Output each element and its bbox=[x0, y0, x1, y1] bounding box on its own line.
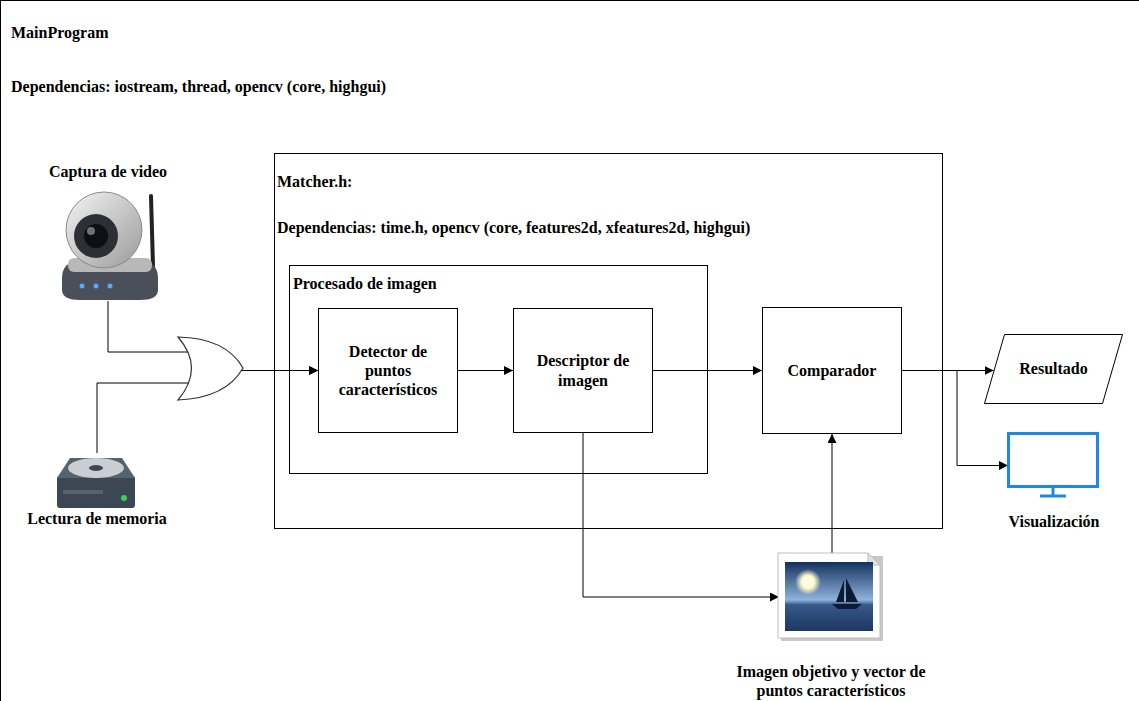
camera-led bbox=[94, 284, 99, 289]
image-frame bbox=[778, 553, 880, 638]
monitor-node: Visualización bbox=[1008, 433, 1100, 498]
node-label: Comparador bbox=[788, 361, 877, 380]
monitor-icon bbox=[1009, 434, 1098, 497]
parallelogram-shape bbox=[985, 335, 1123, 404]
camera-icon bbox=[62, 192, 158, 300]
output-parallelogram: Resultado bbox=[984, 334, 1123, 404]
image-shadow bbox=[781, 556, 883, 641]
connector-arrow bbox=[583, 433, 779, 597]
camera-node: Captura de video bbox=[53, 191, 163, 301]
node-label: Procesado de imagen bbox=[293, 274, 437, 293]
node-label: Visualización bbox=[1009, 512, 1100, 531]
disk-top bbox=[57, 458, 135, 478]
image-sail bbox=[836, 580, 844, 602]
camera-antenna bbox=[151, 196, 153, 266]
or-gate bbox=[178, 337, 243, 400]
camera-lens bbox=[74, 214, 118, 258]
disk-platter bbox=[68, 458, 124, 478]
disk-slot bbox=[63, 490, 103, 494]
disk-icon bbox=[57, 458, 135, 508]
connector-arrow bbox=[832, 434, 833, 554]
node-label: Resultado bbox=[1019, 359, 1087, 378]
image-sun bbox=[795, 569, 821, 595]
node-detail: Dependencias: iostream, thread, opencv (… bbox=[11, 77, 386, 96]
process-box: Descriptor de imagen bbox=[513, 308, 653, 433]
node-label: Matcher.h: bbox=[277, 172, 352, 191]
image-icon bbox=[778, 553, 883, 641]
disk-node: Lectura de memoria bbox=[58, 453, 136, 509]
image-node: Imagen objetivo y vector de puntos carac… bbox=[779, 554, 883, 640]
camera-led bbox=[80, 284, 85, 289]
process-box: Detector de puntos característicos bbox=[318, 308, 458, 433]
monitor-foot bbox=[1040, 495, 1066, 498]
node-label: Descriptor de imagen bbox=[522, 351, 644, 389]
node-label: Detector de puntos característicos bbox=[327, 342, 449, 400]
camera-lens-glint bbox=[87, 227, 95, 235]
image-sail bbox=[846, 578, 858, 602]
node-label: MainProgram bbox=[11, 23, 108, 42]
image-hull bbox=[832, 604, 862, 609]
group-box: Detector de puntos característicos Descri… bbox=[289, 265, 708, 474]
disk-case bbox=[57, 476, 135, 508]
connector-arrow bbox=[458, 370, 513, 371]
disk-led bbox=[121, 495, 127, 501]
module-box: Detector de puntos característicos Descri… bbox=[274, 153, 943, 529]
image-picture bbox=[785, 562, 873, 631]
camera-lens-core bbox=[84, 224, 108, 248]
monitor-screen bbox=[1009, 434, 1098, 487]
disk-hub bbox=[89, 465, 103, 471]
node-label: Lectura de memoria bbox=[27, 509, 167, 528]
node-detail: Dependencias: time.h, opencv (core, feat… bbox=[277, 218, 750, 237]
camera-body bbox=[66, 192, 142, 268]
process-box: Comparador bbox=[762, 307, 902, 434]
camera-led bbox=[108, 284, 113, 289]
node-label: Captura de video bbox=[49, 162, 167, 181]
node-label: Imagen objetivo y vector de puntos carac… bbox=[724, 662, 939, 700]
